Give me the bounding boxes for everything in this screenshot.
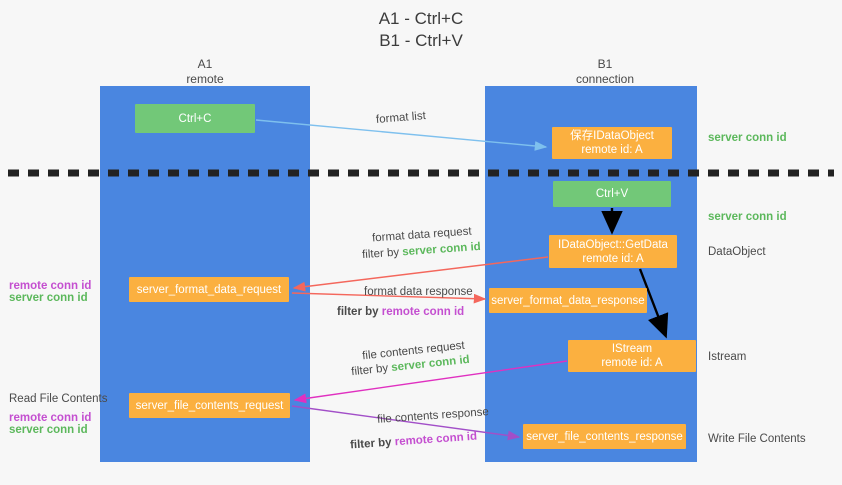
column-a1-name: A1	[197, 57, 213, 71]
label-right-dataobject: DataObject	[708, 246, 766, 258]
label-file-contents-response: file contents response	[376, 406, 490, 426]
filter-prefix: filter by	[350, 362, 392, 379]
label-format-list: format list	[375, 110, 427, 126]
box-ctrl-v-label: Ctrl+V	[595, 188, 629, 200]
filter-value-remote-conn-id: remote conn id	[381, 306, 465, 318]
label-right-server-conn-id-top: server conn id	[708, 132, 787, 144]
filter-value-remote-conn-id: remote conn id	[394, 430, 478, 449]
box-server-format-data-response-label: server_format_data_response	[491, 294, 645, 307]
title-line-1: A1 - Ctrl+C	[378, 9, 464, 28]
box-save-idataobject[interactable]: 保存IDataObject remote id: A	[552, 127, 672, 159]
box-idataobject-getdata[interactable]: IDataObject::GetData remote id: A	[549, 235, 677, 268]
label-file-contents-response-filter: filter by remote conn id	[350, 430, 478, 453]
box-istream[interactable]: IStream remote id: A	[568, 340, 696, 372]
column-b1-name: B1	[597, 57, 613, 71]
column-a1-sub: remote	[186, 72, 224, 86]
box-idataobject-getdata-sublabel: remote id: A	[582, 252, 644, 265]
box-server-format-data-request[interactable]: server_format_data_request	[129, 277, 289, 302]
box-ctrl-c[interactable]: Ctrl+C	[135, 104, 255, 133]
box-ctrl-c-label: Ctrl+C	[178, 112, 212, 125]
box-ctrl-v[interactable]: Ctrl+V	[553, 181, 671, 207]
label-format-data-response: format data response	[364, 286, 473, 298]
title-line-2: B1 - Ctrl+V	[379, 31, 463, 50]
label-right-istream: Istream	[708, 351, 747, 363]
box-save-idataobject-sublabel: remote id: A	[581, 144, 643, 156]
box-idataobject-getdata-label: IDataObject::GetData	[558, 238, 668, 251]
box-server-file-contents-response-label: server_file_contents_response	[526, 430, 683, 443]
filter-value-server-conn-id: server conn id	[401, 240, 482, 259]
label-right-write-file-contents: Write File Contents	[708, 433, 806, 445]
label-left-remote-conn-id-1: remote conn id	[9, 280, 92, 292]
box-server-file-contents-response[interactable]: server_file_contents_response	[523, 424, 686, 449]
label-format-data-response-filter: filter by remote conn id	[337, 305, 464, 319]
box-server-format-data-request-label: server_format_data_request	[136, 283, 282, 296]
box-istream-sublabel: remote id: A	[601, 357, 663, 369]
box-save-idataobject-label: 保存IDataObject	[570, 130, 654, 142]
box-server-file-contents-request-label: server_file_contents_request	[135, 399, 284, 412]
column-header-a1: A1 remote	[140, 57, 270, 87]
box-server-file-contents-request[interactable]: server_file_contents_request	[129, 393, 290, 418]
column-b1-sub: connection	[575, 72, 635, 86]
label-left-server-conn-id-2: server conn id	[9, 424, 88, 436]
page-title: A1 - Ctrl+C B1 - Ctrl+V	[0, 8, 842, 52]
filter-prefix: filter by	[349, 436, 396, 452]
label-left-read-file-contents: Read File Contents	[9, 393, 108, 405]
box-server-format-data-response[interactable]: server_format_data_response	[489, 288, 647, 313]
label-left-server-conn-id-1: server conn id	[9, 292, 88, 304]
label-left-remote-conn-id-2: remote conn id	[9, 412, 92, 424]
filter-prefix: filter by	[361, 246, 403, 262]
box-istream-label: IStream	[611, 343, 653, 355]
label-right-server-conn-id-mid: server conn id	[708, 211, 787, 223]
filter-prefix: filter by	[337, 306, 382, 318]
column-header-b1: B1 connection	[540, 57, 670, 87]
